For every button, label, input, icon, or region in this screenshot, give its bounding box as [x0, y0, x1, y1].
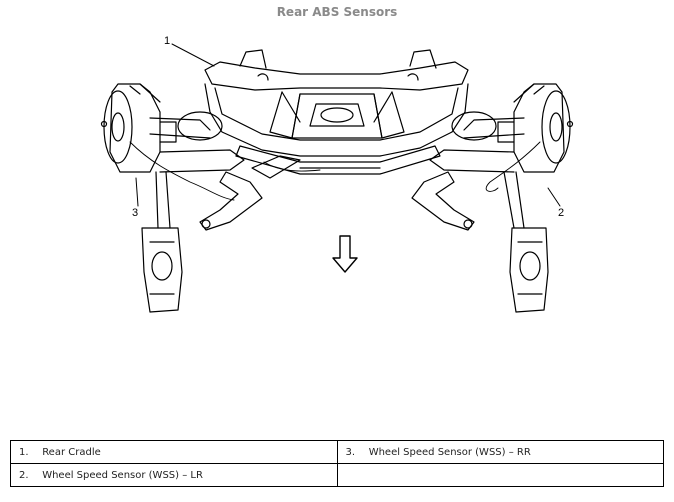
callout-3: 3 [132, 207, 138, 219]
rear-cradle [204, 49, 469, 175]
right-knuckle [429, 83, 574, 173]
callout-2: 2 [558, 207, 564, 219]
legend-number: 3. [345, 446, 356, 458]
rear-cradle-illustration: 1 2 3 [100, 35, 574, 313]
left-spring-link [141, 171, 183, 313]
right-spring-link [503, 171, 549, 313]
legend-item: 1. Rear Cradle [10, 440, 338, 464]
legend-number: 1. [19, 446, 29, 458]
callout-1: 1 [164, 35, 170, 47]
callout-leaders [135, 43, 561, 207]
legend-row: 1. Rear Cradle 3. Wheel Speed Sensor (WS… [10, 440, 664, 464]
page-title: Rear ABS Sensors [276, 5, 398, 19]
sensor-harness [129, 141, 541, 201]
legend-text: Wheel Speed Sensor (WSS) – RR [368, 446, 531, 458]
legend-text: Rear Cradle [42, 446, 101, 458]
legend-row: 2. Wheel Speed Sensor (WSS) – LR [10, 463, 664, 487]
legend-table: 1. Rear Cradle 3. Wheel Speed Sensor (WS… [10, 440, 664, 487]
legend-text: Wheel Speed Sensor (WSS) – LR [42, 469, 203, 481]
legend-item: 2. Wheel Speed Sensor (WSS) – LR [10, 463, 338, 487]
legend-item: 3. Wheel Speed Sensor (WSS) – RR [336, 440, 664, 464]
control-arms [199, 155, 475, 231]
left-knuckle [100, 83, 245, 173]
arrow-down-icon [332, 235, 358, 273]
legend-number: 2. [19, 469, 29, 481]
legend-item-empty [336, 463, 664, 487]
